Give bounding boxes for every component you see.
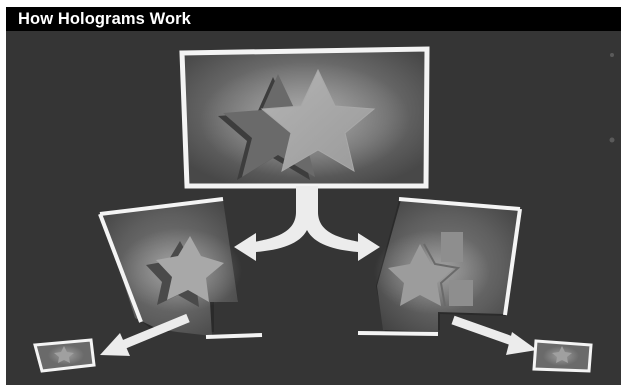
main-hologram-frame: [179, 46, 430, 189]
arrow-down-right-icon: [451, 315, 537, 355]
arrow-down-left-icon: [100, 313, 190, 356]
star-icon: [552, 346, 572, 363]
arrow-left-icon: [234, 233, 256, 261]
split-connector: [234, 186, 380, 261]
star-icon: [54, 346, 74, 363]
small-left-fragment: [33, 338, 96, 373]
left-angle-view: [98, 197, 263, 339]
page-title: How Holograms Work: [18, 10, 191, 28]
star-icon: [146, 236, 224, 307]
small-right-fragment: [532, 339, 593, 373]
title-bar: How Holograms Work: [6, 7, 621, 31]
right-angle-view: [357, 197, 522, 336]
edge-mark: [610, 53, 614, 57]
star-icon: [218, 68, 376, 180]
edge-mark: [609, 137, 615, 143]
arrow-right-icon: [358, 233, 380, 261]
star-icon: [388, 232, 473, 307]
